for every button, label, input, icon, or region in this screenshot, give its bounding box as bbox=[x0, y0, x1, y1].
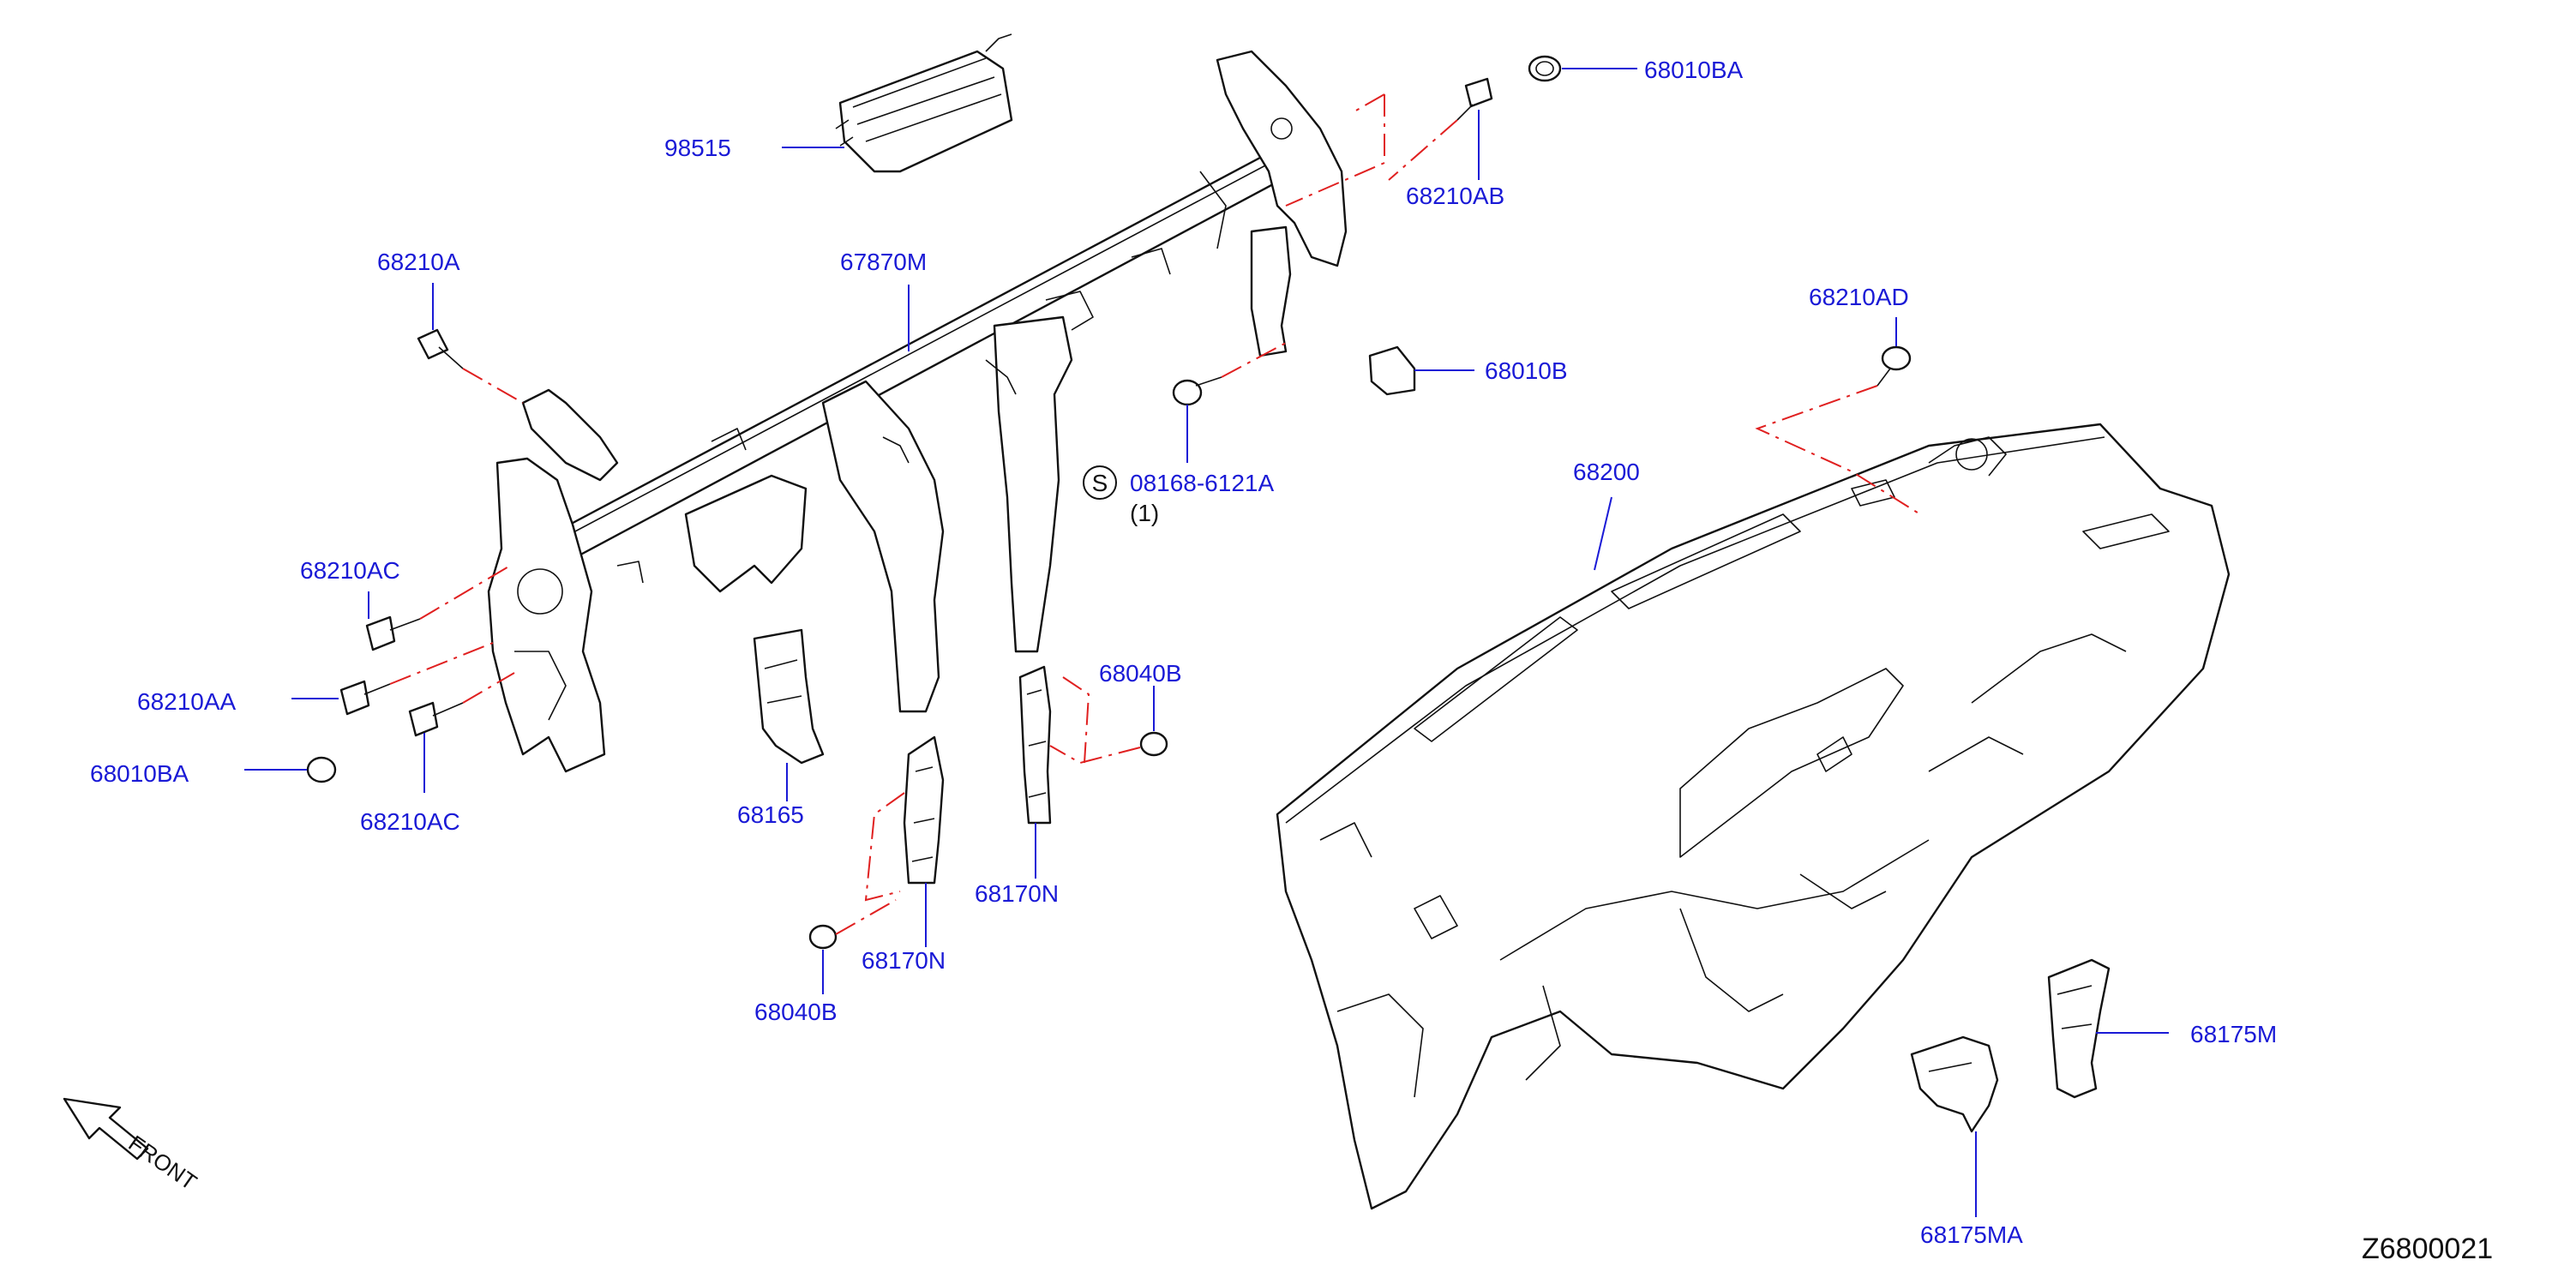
bolt-68210AB-icon bbox=[1456, 77, 1493, 121]
bracket-68175MA-drawing bbox=[1910, 1035, 1999, 1133]
label-67870M: 67870M bbox=[840, 249, 927, 275]
s-symbol-icon: S bbox=[1083, 465, 1117, 500]
clip-68010B-icon bbox=[1368, 345, 1416, 396]
label-68210AB: 68210AB bbox=[1406, 183, 1504, 209]
bolt-68210AA-icon bbox=[339, 680, 391, 716]
grommet-68010BA-top-icon bbox=[1528, 55, 1562, 82]
label-68210AA: 68210AA bbox=[137, 688, 237, 715]
bolt-68210A-icon bbox=[417, 328, 464, 369]
label-leader-lines bbox=[244, 68, 2169, 1217]
label-68210A: 68210A bbox=[377, 249, 460, 275]
assembly-guide-lines bbox=[389, 93, 1921, 935]
label-68175M: 68175M bbox=[2190, 1021, 2277, 1047]
bracket-68165-drawing bbox=[753, 628, 825, 765]
label-98515: 98515 bbox=[664, 135, 731, 161]
front-arrow-icon bbox=[63, 1097, 149, 1161]
grommet-68010BA-left-icon bbox=[306, 756, 337, 783]
front-label: FRONT bbox=[124, 1130, 202, 1195]
bracket-68170N-right-drawing bbox=[1018, 665, 1052, 825]
bracket-68170N-left-drawing bbox=[903, 735, 945, 885]
drawing-id: Z6800021 bbox=[2362, 1233, 2493, 1265]
label-68010B: 68010B bbox=[1485, 357, 1568, 384]
label-68200: 68200 bbox=[1573, 459, 1640, 485]
bolt-08168-6121A-icon bbox=[1172, 376, 1222, 406]
label-68170N-right: 68170N bbox=[975, 880, 1059, 907]
label-08168-6121A-quantity: (1) bbox=[1130, 500, 1159, 526]
steering-member-drawing bbox=[487, 50, 1348, 773]
label-68210AD: 68210AD bbox=[1809, 284, 1909, 310]
instrument-panel-drawing bbox=[1276, 423, 2231, 1210]
label-08168-6121A: 08168-6121A bbox=[1130, 470, 1274, 496]
label-68165: 68165 bbox=[737, 801, 804, 828]
label-68040B-right: 68040B bbox=[1099, 660, 1182, 687]
s-symbol-letter: S bbox=[1092, 470, 1108, 496]
bolt-68210AC-upper-icon bbox=[365, 615, 421, 651]
label-68010BA-top: 68010BA bbox=[1644, 57, 1744, 83]
label-68170N-left: 68170N bbox=[862, 947, 946, 974]
bracket-68175M-drawing bbox=[2047, 958, 2111, 1099]
label-68210AC-lower: 68210AC bbox=[360, 808, 460, 835]
label-68210AC-upper: 68210AC bbox=[300, 557, 400, 584]
label-68040B-left: 68040B bbox=[754, 999, 838, 1025]
label-68175MA: 68175MA bbox=[1920, 1221, 2023, 1248]
bolt-68210AD-icon bbox=[1876, 345, 1912, 387]
passenger-airbag-drawing bbox=[835, 33, 1013, 173]
bolt-68210AC-lower-icon bbox=[408, 701, 464, 737]
nut-68040B-right-icon bbox=[1139, 731, 1168, 757]
label-68010BA-left: 68010BA bbox=[90, 760, 189, 787]
nut-68040B-left-icon bbox=[808, 924, 838, 950]
